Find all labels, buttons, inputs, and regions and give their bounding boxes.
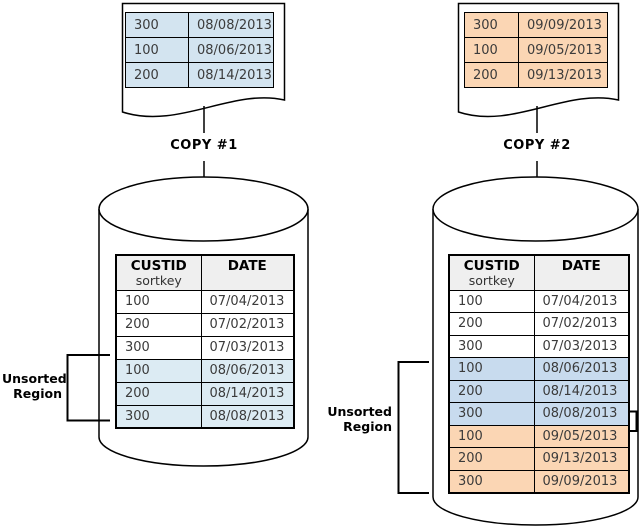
custid-cell: 300 <box>448 402 535 426</box>
custid-header-title: CUSTID <box>130 258 187 274</box>
table-header-row: CUSTID sortkey DATE <box>448 254 630 291</box>
date-header-title: DATE <box>227 258 267 274</box>
custid-cell: 100 <box>115 289 202 314</box>
left-unsorted-region-label: Unsorted Region <box>2 371 67 401</box>
custid-cell: 200 <box>125 62 189 88</box>
custid-header-cell: CUSTID sortkey <box>448 254 535 291</box>
date-cell: 09/05/2013 <box>533 424 630 448</box>
date-cell: 08/06/2013 <box>188 37 274 63</box>
custid-cell: 300 <box>448 334 535 358</box>
custid-cell: 100 <box>115 358 202 383</box>
custid-cell: 200 <box>448 447 535 471</box>
custid-cell: 200 <box>115 381 202 406</box>
date-cell: 07/04/2013 <box>200 289 295 314</box>
date-cell: 07/02/2013 <box>200 312 295 337</box>
custid-cell: 300 <box>464 12 519 38</box>
unsorted-label-line1: Unsorted <box>2 371 67 386</box>
table-header-row: CUSTID sortkey DATE <box>115 254 295 291</box>
date-cell: 09/09/2013 <box>533 469 630 493</box>
date-cell: 07/03/2013 <box>200 335 295 360</box>
custid-header-title: CUSTID <box>463 258 520 274</box>
date-cell: 07/02/2013 <box>533 312 630 336</box>
date-cell: 09/13/2013 <box>518 62 608 88</box>
custid-cell: 100 <box>448 424 535 448</box>
right-load-boundary-bracket <box>628 410 638 432</box>
date-cell: 08/14/2013 <box>200 381 295 406</box>
right-unsorted-region-label: Unsorted Region <box>320 404 392 434</box>
sortkey-subtitle: sortkey <box>468 273 515 288</box>
sortkey-subtitle: sortkey <box>135 273 182 288</box>
date-cell: 08/14/2013 <box>188 62 274 88</box>
custid-cell: 300 <box>115 335 202 360</box>
date-cell: 09/05/2013 <box>518 37 608 63</box>
copy2-label: COPY #2 <box>503 138 571 153</box>
date-header-cell: DATE <box>533 254 630 291</box>
date-cell: 08/08/2013 <box>533 402 630 426</box>
custid-cell: 300 <box>125 12 189 38</box>
date-cell: 09/09/2013 <box>518 12 608 38</box>
custid-cell: 200 <box>448 379 535 403</box>
copy1-label: COPY #1 <box>170 138 238 153</box>
custid-cell: 300 <box>115 404 202 429</box>
date-header-title: DATE <box>561 258 601 274</box>
date-cell: 07/04/2013 <box>533 289 630 313</box>
custid-cell: 100 <box>125 37 189 63</box>
date-cell: 07/03/2013 <box>533 334 630 358</box>
date-cell: 08/08/2013 <box>200 404 295 429</box>
custid-cell: 100 <box>448 289 535 313</box>
right-unsorted-bracket <box>397 361 429 494</box>
date-cell: 08/06/2013 <box>533 357 630 381</box>
custid-cell: 200 <box>115 312 202 337</box>
date-cell: 08/06/2013 <box>200 358 295 383</box>
date-header-cell: DATE <box>200 254 295 291</box>
custid-cell: 200 <box>448 312 535 336</box>
custid-cell: 100 <box>464 37 519 63</box>
unsorted-label-line1: Unsorted <box>327 404 392 419</box>
unsorted-label-line2: Region <box>343 419 392 434</box>
custid-cell: 200 <box>464 62 519 88</box>
custid-cell: 300 <box>448 469 535 493</box>
custid-header-cell: CUSTID sortkey <box>115 254 202 291</box>
date-cell: 09/13/2013 <box>533 447 630 471</box>
date-cell: 08/14/2013 <box>533 379 630 403</box>
custid-cell: 100 <box>448 357 535 381</box>
left-unsorted-bracket <box>66 354 110 422</box>
unsorted-label-line2: Region <box>13 386 62 401</box>
date-cell: 08/08/2013 <box>188 12 274 38</box>
